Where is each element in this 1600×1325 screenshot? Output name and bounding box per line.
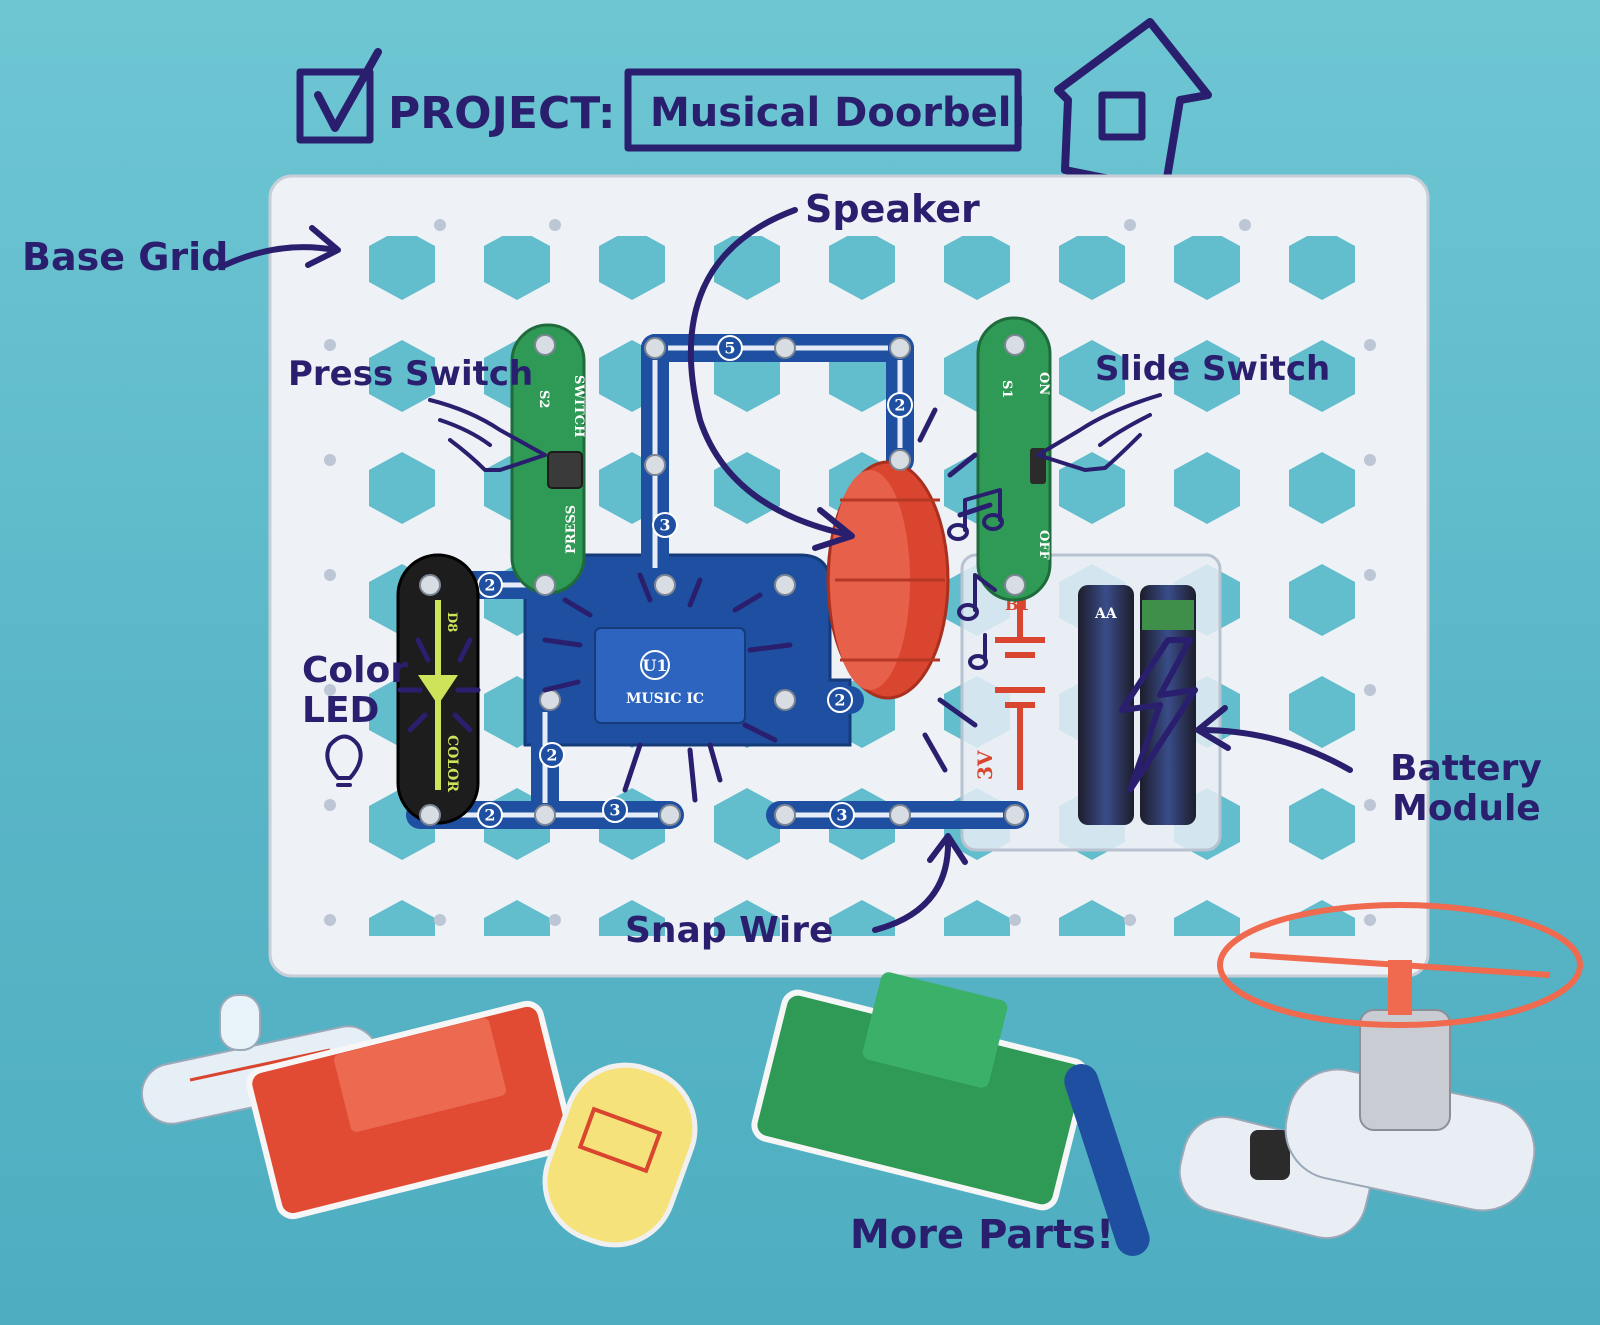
slide-switch-label: Slide Switch xyxy=(1095,349,1330,389)
checkbox-icon xyxy=(296,68,374,144)
led-id: D8 xyxy=(444,612,459,632)
pointing-hand-icon xyxy=(428,398,547,472)
battery-label-line2: Module xyxy=(1392,788,1541,829)
base-grid-label: Base Grid xyxy=(22,235,228,279)
callout-speaker: Speaker xyxy=(687,187,980,551)
battery-module: AA 3V B1 xyxy=(960,553,1222,852)
light-bulb-icon xyxy=(325,734,363,787)
slide-switch-on-label: ON xyxy=(1036,372,1051,395)
callout-color-led: Color LED xyxy=(302,650,408,787)
snap-studs xyxy=(419,334,1026,826)
color-led-label-line1: Color xyxy=(302,650,408,691)
wire-label: 3 xyxy=(659,516,670,535)
music-ic-name: MUSIC IC xyxy=(626,691,704,707)
slide-switch-id: S1 xyxy=(999,380,1014,398)
part-yellow-module xyxy=(542,1062,698,1248)
lightning-icon xyxy=(1119,637,1198,793)
press-switch-label: Press Switch xyxy=(288,354,533,394)
speaker-label: Speaker xyxy=(805,187,980,231)
music-ic-id: U1 xyxy=(642,656,667,675)
press-switch-bottom-label: PRESS xyxy=(564,505,579,554)
press-switch: SWITCH PRESS S2 xyxy=(510,323,586,595)
led-label: COLOR xyxy=(444,735,460,792)
part-alarm-ic xyxy=(246,1000,574,1220)
snap-wire-label: Snap Wire xyxy=(625,910,833,951)
slide-switch-off-label: OFF xyxy=(1036,530,1051,561)
project-name-box xyxy=(624,68,1022,152)
part-motor-fan xyxy=(1217,902,1583,1212)
battery-cell-label: AA xyxy=(1094,606,1118,622)
callout-slide-switch: Slide Switch xyxy=(1036,349,1330,472)
part-green-ic xyxy=(751,972,1089,1211)
callout-base-grid: Base Grid xyxy=(22,225,341,279)
press-switch-id: S2 xyxy=(536,390,551,408)
callout-press-switch: Press Switch xyxy=(288,354,547,472)
music-notes-icon xyxy=(947,488,1004,670)
wire-label: 2 xyxy=(484,576,495,595)
checkmark-icon xyxy=(314,48,382,132)
wire-label: 2 xyxy=(484,806,495,825)
wire-labels: 5 2 3 2 2 2 2 3 3 xyxy=(477,335,913,828)
more-parts-label: More Parts! xyxy=(850,1212,1114,1258)
battery-symbol xyxy=(995,600,1045,790)
header: PROJECT: Musical Doorbell xyxy=(296,18,1212,194)
wire-label: 2 xyxy=(546,746,557,765)
part-snap-wire xyxy=(1064,1064,1150,1256)
battery-voltage: 3V xyxy=(973,750,997,780)
more-parts: More Parts! xyxy=(140,902,1583,1258)
house-icon xyxy=(1054,18,1212,194)
project-name: Musical Doorbell xyxy=(650,90,1025,136)
battery-label-line1: Battery xyxy=(1390,748,1542,789)
callout-battery: Battery Module xyxy=(1195,705,1542,829)
wire-label: 3 xyxy=(836,806,847,825)
callout-snap-wire: Snap Wire xyxy=(625,833,968,951)
press-switch-top-label: SWITCH xyxy=(571,375,586,437)
color-led-label-line2: LED xyxy=(302,690,379,731)
pointing-hand-icon xyxy=(1036,393,1162,472)
wire-label: 3 xyxy=(609,801,620,820)
wire-label: 2 xyxy=(894,396,905,415)
project-label: PROJECT: xyxy=(388,88,615,139)
wire-label: 2 xyxy=(834,691,845,710)
wire-label: 5 xyxy=(724,339,735,358)
slide-switch: ON OFF S1 xyxy=(976,316,1052,602)
speaker xyxy=(826,460,950,700)
